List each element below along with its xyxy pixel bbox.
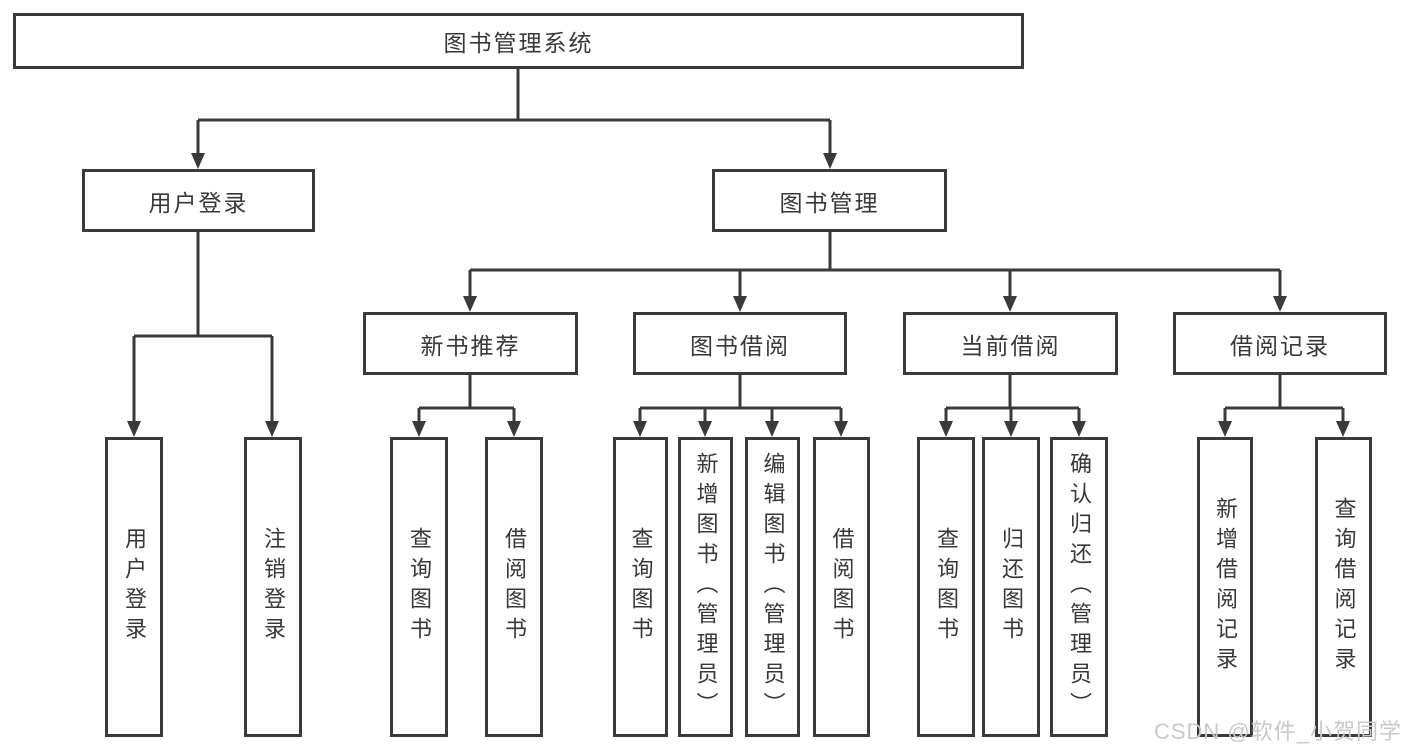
- arrowhead-icon: [463, 296, 477, 312]
- leaf-label: 借阅图书: [502, 527, 527, 647]
- connector-newbook-to-leaves: [412, 375, 521, 437]
- connector-borrowrecord-to-leaves: [1218, 375, 1350, 437]
- arrowhead-icon: [127, 421, 141, 437]
- arrowhead-icon: [1003, 296, 1017, 312]
- node-book-management: 图书管理: [712, 169, 947, 232]
- leaf-label: 新增借阅记录: [1213, 497, 1238, 677]
- arrowhead-icon: [412, 421, 426, 437]
- leaf-label: 新增图书（管理员）: [693, 452, 719, 722]
- leaf-user-login: 用户登录: [105, 437, 163, 737]
- arrowhead-icon: [1004, 421, 1018, 437]
- leaf-label: 归还图书: [999, 527, 1024, 647]
- leaf-add-book-admin: 新增图书（管理员）: [678, 437, 733, 737]
- node-current-borrow: 当前借阅: [903, 312, 1118, 375]
- connector-currentborrow-to-leaves: [939, 375, 1086, 437]
- node-borrow-record: 借阅记录: [1173, 312, 1387, 375]
- arrowhead-icon: [633, 421, 647, 437]
- leaf-confirm-return-admin: 确认归还（管理员）: [1050, 437, 1108, 737]
- leaf-edit-book-admin: 编辑图书（管理员）: [745, 437, 800, 737]
- node-user-login: 用户登录: [82, 169, 315, 232]
- connector-userlogin-to-leaves: [127, 232, 279, 437]
- connector-bookmgmt-to-level3: [463, 232, 1287, 312]
- connector-root-to-level2: [191, 68, 837, 169]
- leaf-query-books-current: 查询图书: [917, 437, 975, 737]
- node-book-borrow: 图书借阅: [633, 312, 847, 375]
- leaf-query-books-recommend: 查询图书: [390, 437, 448, 737]
- arrowhead-icon: [698, 421, 712, 437]
- arrowhead-icon: [823, 153, 837, 169]
- leaf-return-book: 归还图书: [982, 437, 1040, 737]
- arrowhead-icon: [191, 153, 205, 169]
- arrowhead-icon: [265, 421, 279, 437]
- arrowhead-icon: [1336, 421, 1350, 437]
- leaf-label: 查询图书: [407, 527, 432, 647]
- leaf-label: 查询图书: [628, 527, 654, 647]
- arrowhead-icon: [765, 421, 779, 437]
- leaf-query-borrow-record: 查询借阅记录: [1315, 437, 1372, 737]
- leaf-label: 查询图书: [934, 527, 959, 647]
- node-new-book-recommend: 新书推荐: [363, 312, 578, 375]
- leaf-label: 用户登录: [122, 527, 147, 647]
- leaf-label: 查询借阅记录: [1331, 497, 1357, 677]
- node-root-system: 图书管理系统: [13, 13, 1024, 69]
- arrowhead-icon: [733, 296, 747, 312]
- leaf-label: 确认归还（管理员）: [1067, 452, 1092, 722]
- leaf-borrow-book: 借阅图书: [813, 437, 870, 737]
- leaf-label: 借阅图书: [829, 527, 855, 647]
- arrowhead-icon: [1072, 421, 1086, 437]
- leaf-label: 注销登录: [261, 527, 286, 647]
- leaf-add-borrow-record: 新增借阅记录: [1197, 437, 1253, 737]
- leaf-query-books-borrow: 查询图书: [613, 437, 668, 737]
- arrowhead-icon: [939, 421, 953, 437]
- leaf-borrow-books-recommend: 借阅图书: [485, 437, 543, 737]
- arrowhead-icon: [507, 421, 521, 437]
- arrowhead-icon: [1273, 296, 1287, 312]
- connector-bookborrow-to-leaves: [633, 375, 848, 437]
- leaf-label: 编辑图书（管理员）: [760, 452, 786, 722]
- arrowhead-icon: [1218, 421, 1232, 437]
- arrowhead-icon: [834, 421, 848, 437]
- leaf-logout: 注销登录: [244, 437, 302, 737]
